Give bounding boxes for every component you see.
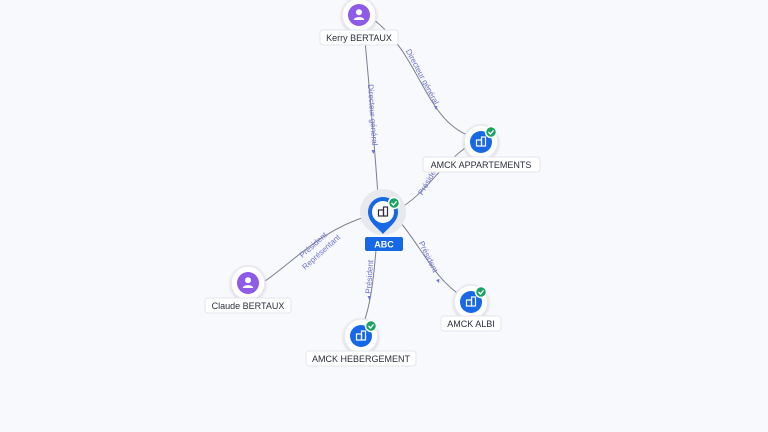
node-amck-hebergement[interactable]: AMCK HEBERGEMENT <box>305 318 417 367</box>
building-icon <box>465 296 477 307</box>
node-kerry-bertaux[interactable]: Kerry BERTAUX <box>319 0 399 46</box>
node-label: Kerry BERTAUX <box>326 33 392 43</box>
main-company-tag <box>365 237 403 251</box>
node-label: AMCK ALBI <box>447 319 495 329</box>
node-amck-appartements[interactable]: AMCK APPARTEMENTS <box>422 124 541 173</box>
node-label: AMCK HEBERGEMENT <box>312 354 411 364</box>
node-label: AMCK APPARTEMENTS <box>431 160 532 170</box>
person-icon <box>242 277 254 288</box>
node-label: Claude BERTAUX <box>212 301 285 311</box>
arrow-kerry-abc <box>371 150 375 154</box>
nodes-layer: Kerry BERTAUX AMCK APPARTEMENTS <box>204 0 541 367</box>
node-amck-albi[interactable]: AMCK ALBI <box>440 284 502 332</box>
edge-abc-amck-appartements[interactable]: Président <box>396 145 469 211</box>
building-icon <box>355 330 367 341</box>
arrow-abc-amck-albi <box>436 279 440 283</box>
edge-kerry-abc[interactable]: Directeur général <box>363 29 379 197</box>
verified-badge <box>387 196 401 210</box>
edge-label-abc-amck-albi: Président <box>417 240 440 275</box>
arrow-abc-amck-hebergement <box>367 296 371 300</box>
check-icon <box>488 129 495 135</box>
edge-abc-amck-albi[interactable]: Président <box>399 221 463 297</box>
edge-abc-claude[interactable]: Président Représentant <box>261 215 369 284</box>
building-icon <box>377 206 389 217</box>
node-abc[interactable]: ABC <box>360 189 406 251</box>
edge-label-kerry-amck-appartements: Directeur général <box>404 48 441 107</box>
node-label: ABC <box>374 240 394 250</box>
node-claude-bertaux[interactable]: Claude BERTAUX <box>204 265 292 314</box>
check-icon <box>368 323 375 329</box>
verified-badge <box>474 285 488 299</box>
arrow-kerry-amck-appartements <box>434 106 438 110</box>
edge-label-abc-amck-hebergement: Président <box>364 259 375 294</box>
person-icon <box>353 9 365 20</box>
verified-badge <box>484 125 498 139</box>
check-icon <box>391 200 398 206</box>
edge-abc-amck-hebergement[interactable]: Président <box>363 249 377 323</box>
check-icon <box>478 289 485 295</box>
verified-badge <box>364 319 378 333</box>
building-icon <box>475 136 487 147</box>
edge-label-kerry-abc: Directeur général <box>366 84 379 146</box>
